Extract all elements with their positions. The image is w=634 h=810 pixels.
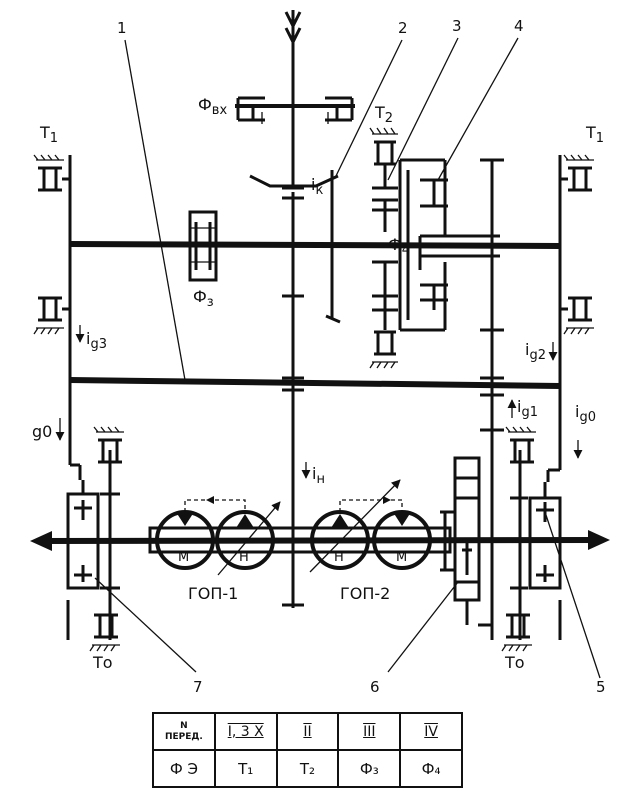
- gear-label-1: I, 3 X: [227, 723, 264, 740]
- callout-5: [544, 511, 601, 679]
- gear-cell-3: III: [337, 712, 402, 751]
- engaged-cell-1: Т₁: [213, 749, 278, 788]
- brake-planetary-lower: [369, 330, 398, 369]
- callout-label-7: 7: [193, 678, 203, 696]
- clutch-f3: [188, 210, 218, 282]
- brake-t1-right: [560, 154, 594, 192]
- label-gop1: ГОП-1: [188, 584, 238, 603]
- label-t1-right: Т1: [585, 123, 604, 146]
- header-line-2: ПЕРЕД.: [164, 731, 203, 742]
- gop1-pump-h: Н: [239, 550, 249, 565]
- callout-7: [94, 577, 197, 673]
- left-column: [68, 155, 82, 480]
- callout-6: [387, 581, 459, 673]
- callout-label-4: 4: [514, 17, 524, 35]
- gop2-pump-motor: [309, 479, 432, 573]
- label-ig3: ig3: [86, 329, 107, 352]
- label-f-in: Фвх: [198, 95, 227, 118]
- gop1-pump-motor: [155, 496, 281, 576]
- final-drive-left: [66, 450, 120, 640]
- brake-t0-right: [501, 613, 532, 652]
- gop2-pump-h: Н: [334, 550, 344, 565]
- brake-right-mid: [560, 296, 594, 335]
- gear-label-4: IV: [424, 723, 438, 740]
- label-ig0-right: ig0: [575, 402, 596, 425]
- brake-t0-left: [89, 613, 120, 652]
- lower-main-shaft: [69, 377, 561, 389]
- label-gop2: ГОП-2: [340, 584, 390, 603]
- table-header-cell: N ПЕРЕД.: [152, 712, 216, 751]
- label-t0-right: То: [504, 653, 525, 672]
- table-row: N ПЕРЕД. I, 3 X II III IV: [152, 712, 463, 751]
- gear-cell-4: IV: [399, 712, 463, 751]
- input-shaft: [284, 10, 302, 188]
- callout-4: [437, 37, 519, 181]
- label-ih: iн: [312, 464, 325, 487]
- gear-engagement-table: N ПЕРЕД. I, 3 X II III IV Ф Э Т₁ Т₂ Ф₃ Ф…: [152, 712, 463, 788]
- engaged-cell-4: Ф₄: [399, 749, 463, 788]
- label-t2: Т2: [374, 103, 393, 126]
- callout-label-2: 2: [398, 19, 408, 37]
- gear-label-3: III: [363, 723, 376, 740]
- label-ik: iк: [311, 175, 323, 198]
- central-column: [282, 192, 304, 608]
- planetary-set: [372, 158, 500, 332]
- callout-label-3: 3: [452, 17, 462, 35]
- callout-label-1: 1: [117, 19, 127, 37]
- label-t0-left: То: [92, 653, 113, 672]
- right-inner-shaft: [478, 158, 504, 640]
- callout-2: [334, 39, 403, 179]
- table-row: Ф Э Т₁ Т₂ Ф₃ Ф₄: [152, 749, 463, 788]
- label-ig2: ig2: [525, 340, 546, 363]
- callout-3: [387, 37, 459, 181]
- brake-left-upper-final: [93, 426, 124, 464]
- gear-label-2: II: [303, 723, 312, 740]
- row2-label: Ф Э: [152, 749, 216, 788]
- label-g0-left: g0: [32, 422, 52, 441]
- engaged-cell-3: Ф₃: [337, 749, 402, 788]
- brake-t1-left: [33, 154, 70, 192]
- final-drive-right: [510, 450, 562, 640]
- label-f3: Фз: [193, 287, 214, 310]
- input-clutch: [235, 96, 355, 124]
- callout-label-5: 5: [596, 678, 606, 696]
- right-column: [546, 155, 562, 482]
- callout-label-6: 6: [370, 678, 380, 696]
- gear-cell-2: II: [275, 712, 340, 751]
- upper-main-shaft: [69, 241, 561, 249]
- header-line-1: N: [180, 720, 188, 731]
- brake-right-upper-final: [505, 426, 536, 464]
- engaged-cell-2: Т₂: [275, 749, 340, 788]
- differential-6: [440, 456, 481, 625]
- output-axle: [30, 526, 610, 554]
- label-f4: Ф4: [388, 235, 410, 258]
- gop1-motor-m: М: [178, 550, 189, 565]
- label-ig1: ig1: [517, 397, 538, 420]
- brake-t2: [369, 127, 398, 188]
- transmission-kinematic-scheme: Фвх iк Т1 ig3 Фз: [30, 10, 610, 696]
- brake-left-mid: [33, 296, 70, 335]
- label-t1-left: Т1: [39, 123, 58, 146]
- gop2-motor-m: М: [396, 550, 407, 565]
- callout-1: [124, 39, 186, 381]
- gear-cell-1: I, 3 X: [213, 712, 278, 751]
